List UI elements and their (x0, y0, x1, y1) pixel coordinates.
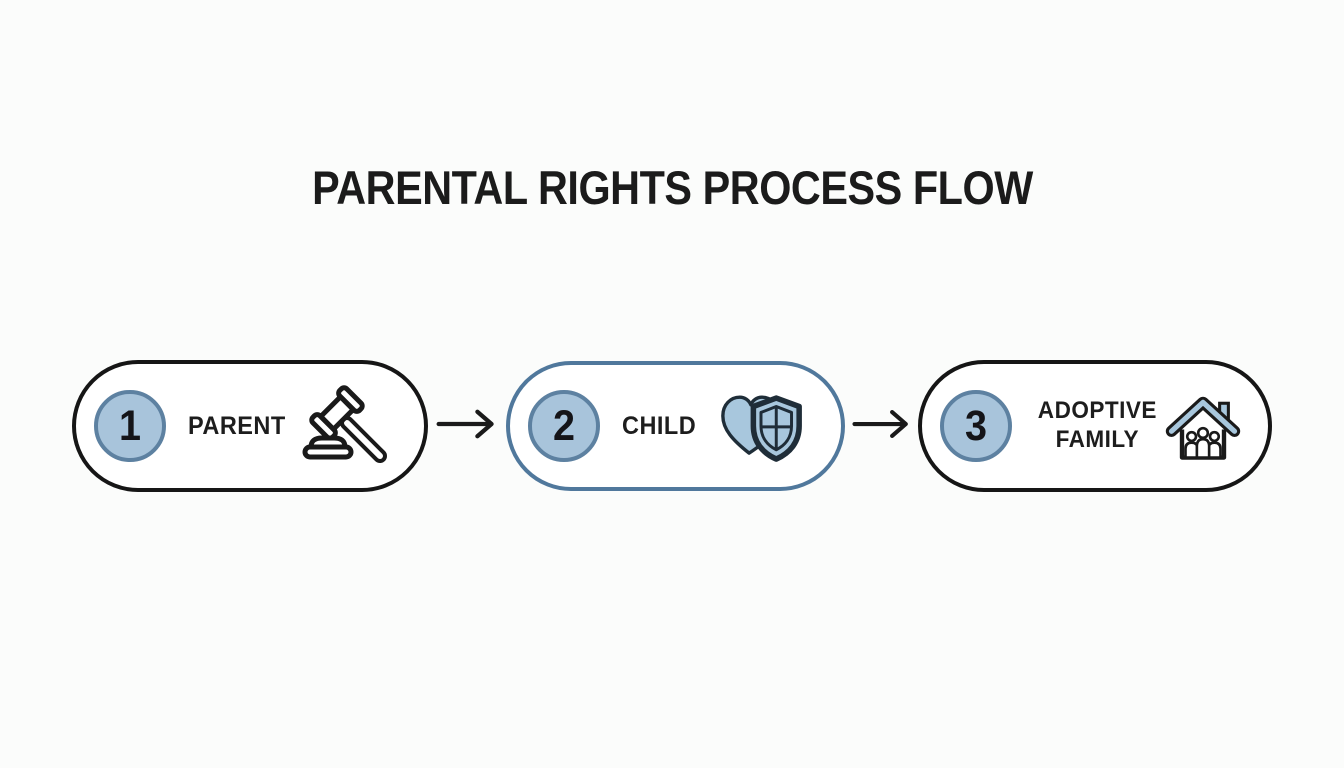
step-number: 1 (118, 401, 141, 450)
right-arrow-icon (433, 401, 501, 452)
step-box-child: 2 CHILD (506, 361, 845, 491)
process-flow: 1 PARENT (72, 360, 1272, 492)
heart-shield-icon (713, 387, 809, 465)
step-box-parent: 1 PARENT (72, 360, 428, 492)
connector-1 (428, 401, 506, 452)
page-title: PARENTAL RIGHTS PROCESS FLOW (311, 161, 1033, 214)
step-number-badge: 1 (94, 390, 166, 462)
right-arrow-icon (849, 401, 915, 452)
house-family-icon (1161, 387, 1245, 465)
step-label: CHILD (622, 411, 697, 440)
step-number-badge: 3 (940, 390, 1012, 462)
title-container: PARENTAL RIGHTS PROCESS FLOW (0, 160, 1344, 215)
step-label: PARENT (188, 411, 286, 440)
step-box-adoptive-family: 3 ADOPTIVE FAMILY (918, 360, 1272, 492)
connector-2 (845, 401, 918, 452)
gavel-icon (294, 385, 392, 467)
step-number: 2 (552, 401, 575, 450)
step-label: ADOPTIVE FAMILY (1037, 397, 1157, 453)
step-number-badge: 2 (528, 390, 600, 462)
step-number: 3 (964, 401, 987, 450)
